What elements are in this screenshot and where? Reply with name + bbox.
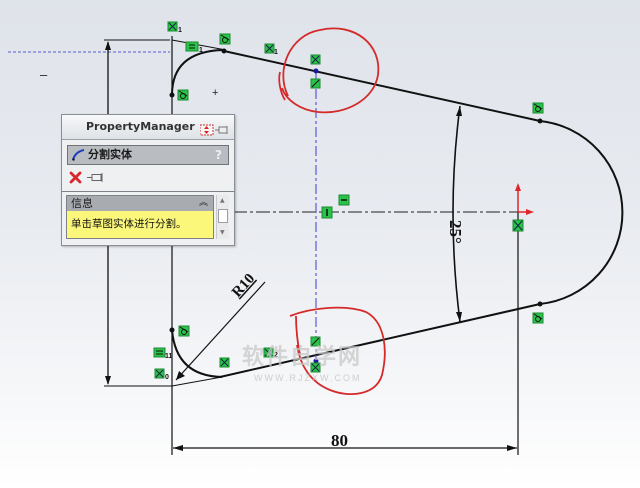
property-manager-panel: PropertyManager 分割实体 ? [61, 114, 235, 246]
left-marker: – [40, 67, 48, 82]
divider [62, 191, 234, 192]
scroll-down-arrow-icon[interactable]: ▼ [220, 229, 225, 236]
info-section-title: 信息 [71, 197, 93, 210]
action-buttons [67, 169, 227, 187]
angle-dimension-label[interactable]: 25° [446, 220, 465, 244]
help-button[interactable]: ? [215, 148, 222, 162]
relation-badge-coincident-origin[interactable] [512, 219, 524, 232]
relation-badge-vertical[interactable] [310, 78, 321, 89]
info-section: 信息 ︽ 单击草图实体进行分割。 [66, 195, 214, 239]
panel-header-icons [199, 121, 230, 136]
relation-badge-tangent[interactable] [177, 89, 189, 101]
relation-badge-tangent[interactable] [532, 102, 544, 114]
expand-collapse-icon[interactable] [199, 124, 214, 136]
relation-badge-equal[interactable] [185, 41, 199, 52]
relation-badge-vertical-line[interactable] [321, 206, 333, 219]
relation-badge-vertical[interactable] [310, 336, 321, 347]
relation-badge-coincident[interactable] [219, 357, 230, 368]
relation-badge-coincident[interactable] [263, 347, 274, 358]
construction-line [171, 376, 223, 387]
feature-name: 分割实体 [88, 148, 132, 161]
arrowhead [507, 445, 517, 451]
arc-endpoint[interactable] [169, 92, 175, 98]
arc-center-mark: + [212, 87, 218, 99]
arrowhead [105, 41, 111, 50]
watermark-url: WWW.RJZXW.COM [254, 373, 361, 383]
arc-endpoint[interactable] [537, 301, 543, 307]
arrowhead [456, 106, 462, 116]
slanted-line-top[interactable] [223, 50, 541, 122]
scroll-up-arrow-icon[interactable]: ▲ [220, 197, 225, 204]
pushpin-icon[interactable] [215, 126, 228, 134]
width-dimension-label[interactable]: 80 [331, 431, 348, 450]
relation-badge-coincident[interactable] [264, 43, 275, 54]
info-section-header[interactable]: 信息 ︽ [67, 196, 213, 211]
relation-badge-equal[interactable] [153, 347, 166, 358]
close-x-icon[interactable] [69, 171, 82, 184]
scrollbar-thumb[interactable] [218, 209, 228, 223]
relation-index: 1 [274, 49, 278, 56]
arrowhead [456, 312, 462, 322]
arc-endpoint[interactable] [537, 118, 543, 124]
relation-badge-coincident[interactable] [167, 21, 178, 32]
annotation-circle-top [278, 27, 380, 114]
fillet-arc-top[interactable] [171, 49, 223, 96]
origin-y-arrow [515, 183, 521, 191]
collapse-chevron-icon[interactable]: ︽ [198, 198, 208, 208]
property-manager-header: PropertyManager [62, 115, 234, 140]
relation-index: 11 [165, 353, 173, 360]
relation-badge-coincident[interactable] [154, 368, 165, 379]
arc-right[interactable] [539, 120, 624, 305]
annotation-circle-bottom [289, 306, 386, 396]
arrowhead [173, 445, 183, 451]
feature-name-bar: 分割实体 ? [67, 145, 229, 165]
construction-line [171, 39, 227, 51]
relation-badge-tangent[interactable] [532, 312, 544, 324]
slanted-line-bottom[interactable] [219, 303, 541, 378]
relation-index: 2 [274, 352, 278, 359]
relation-badge-tangent[interactable] [178, 325, 190, 337]
relation-badge-tangent[interactable] [219, 33, 231, 45]
split-point-bottom[interactable] [313, 358, 319, 364]
relation-badge-horizontal[interactable] [338, 194, 350, 206]
arc-endpoint[interactable] [169, 327, 175, 333]
property-manager-title: PropertyManager [86, 120, 195, 133]
radius-dimension-label[interactable]: R10 [229, 271, 258, 301]
info-message: 单击草图实体进行分割。 [71, 218, 187, 230]
relation-index: 1 [199, 47, 203, 54]
relation-badge-coincident[interactable] [310, 362, 321, 373]
relation-index: 0 [165, 374, 169, 381]
watermark-title: 软件自学网 [242, 344, 362, 369]
info-message-box: 单击草图实体进行分割。 [67, 211, 213, 238]
relation-badge-coincident[interactable] [310, 54, 321, 65]
arrowhead [176, 371, 185, 380]
panel-scrollbar[interactable]: ▲ ▼ [216, 195, 229, 239]
split-point-top[interactable] [313, 68, 319, 74]
split-entities-icon [72, 149, 85, 161]
arrowhead [105, 376, 111, 385]
fillet-arc-bottom[interactable] [171, 329, 223, 378]
radius-leader[interactable] [175, 281, 266, 381]
origin-x-arrow [526, 209, 534, 215]
pushpin-icon[interactable] [87, 172, 105, 183]
angle-dimension-arc[interactable] [452, 105, 461, 323]
relation-index: 1 [178, 27, 182, 34]
